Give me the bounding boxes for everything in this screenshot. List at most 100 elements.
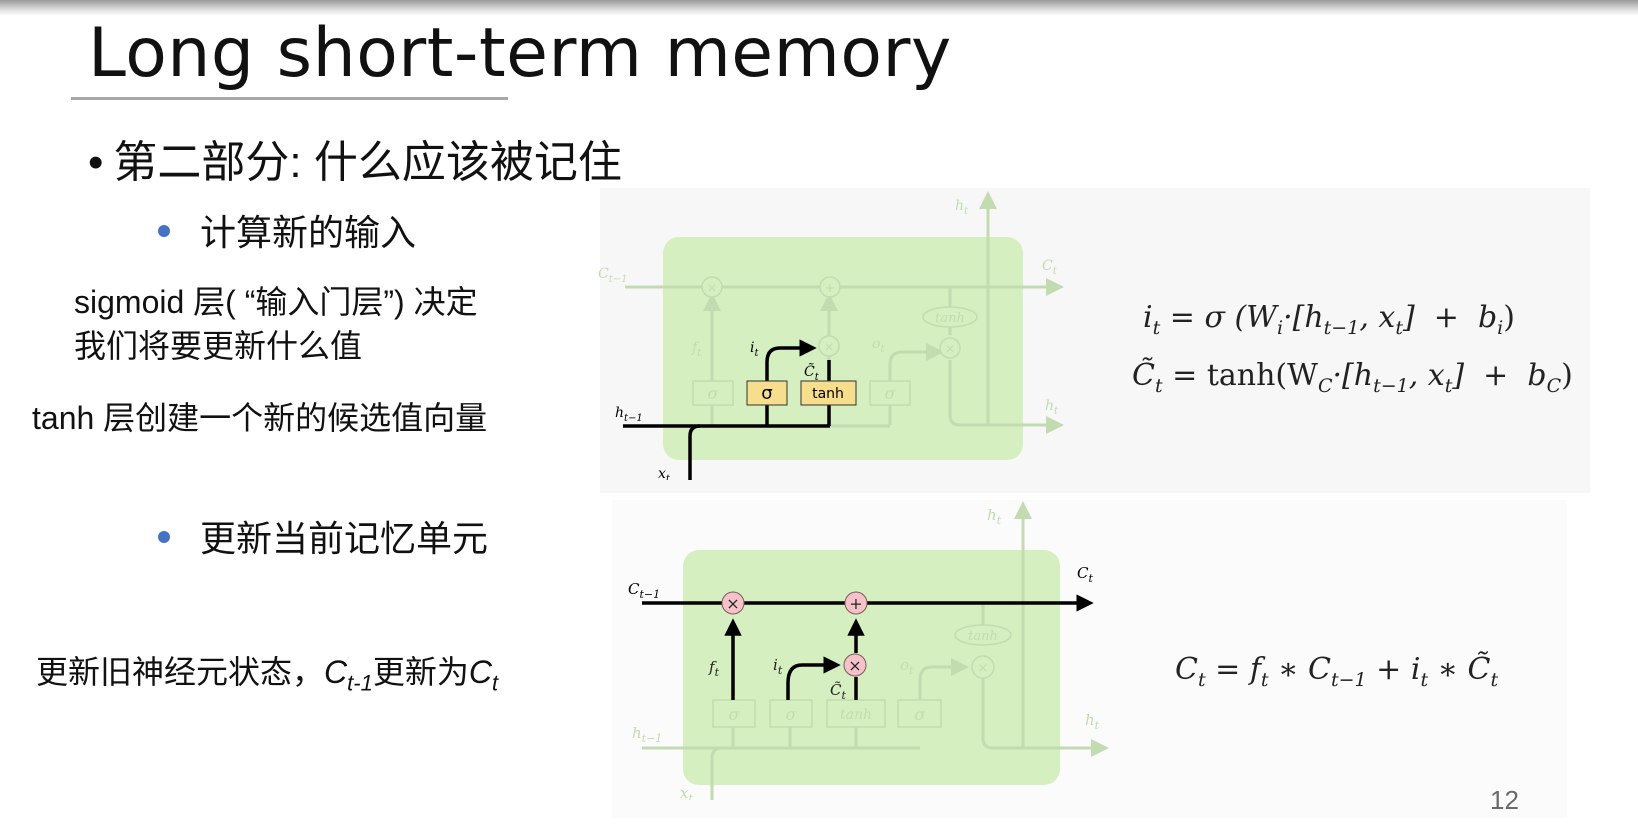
label-h-prev: ht−1: [615, 405, 643, 424]
equation-subscript: t: [1444, 375, 1453, 397]
bullet-dot: •: [88, 138, 104, 187]
label-c-tilde: C̃t: [804, 362, 820, 383]
sigma-label-faint: σ: [885, 384, 897, 403]
equation-term: ] + b: [1402, 300, 1498, 335]
sigmoid-note-line2: 我们将要更新什么值: [74, 328, 363, 364]
candidate-tanh-box: [800, 380, 857, 406]
equation-subscript: t: [1490, 669, 1499, 691]
label-h-top: ht: [955, 198, 969, 217]
sub-bullet-text: 更新当前记忆单元: [200, 518, 489, 559]
slide-title: Long short-term memory: [88, 14, 952, 93]
c-sub: t-1: [347, 670, 373, 696]
c-symbol: Ct: [468, 654, 498, 695]
label-h-prev: ht−1: [632, 724, 662, 745]
tanh-label-faint: tanh: [935, 311, 965, 326]
label-c-prev: Ct−1: [598, 266, 627, 285]
equation-input-gate: it = σ (Wi·[ht−1, xt] + bi): [1143, 300, 1515, 339]
sigma-label: σ: [761, 383, 772, 404]
equation-subscript: t−1: [1323, 317, 1360, 339]
times-symbol: ×: [848, 656, 861, 675]
equation-subscript: t−1: [1373, 375, 1409, 397]
lstm-cell-box: [683, 550, 1060, 785]
equation-term: = tanh(W: [1162, 358, 1318, 393]
equation-subscript: t: [1420, 669, 1429, 691]
label-c-t: Ct: [1077, 564, 1093, 585]
tanh-output-faint: [954, 624, 1012, 646]
equation-term: ∗ C̃: [1428, 652, 1491, 687]
times-symbol: ×: [824, 340, 835, 355]
equation-subscript: t: [1260, 669, 1269, 691]
sigmoid-note-line1: sigmoid 层( “输入门层”) 决定: [74, 284, 478, 320]
sigma-label-faint: σ: [708, 384, 720, 403]
label-o-t: ot: [872, 336, 885, 355]
output-multiply-op-faint: [939, 337, 961, 359]
title-underline: [71, 97, 508, 100]
label-f-t: ft: [691, 340, 702, 359]
sigmoid-note: sigmoid 层( “输入门层”) 决定 我们将要更新什么值: [74, 280, 478, 368]
c-base: C: [468, 654, 492, 690]
c-base: C: [324, 654, 348, 690]
equation-term: ·[h: [1332, 358, 1374, 393]
times-symbol: ×: [726, 594, 739, 613]
add-op-faint: [819, 276, 841, 298]
output-multiply-op-faint: [971, 655, 995, 679]
tanh-label-faint: tanh: [968, 629, 998, 644]
equation-subscript: t−1: [1330, 669, 1367, 691]
equation-term: , x: [1359, 300, 1396, 335]
equation-term: ): [1561, 358, 1573, 393]
forget-sigma-box-faint: [692, 380, 734, 406]
sigma-label-faint: σ: [786, 705, 798, 724]
equation-term: , x: [1408, 358, 1445, 393]
input-multiply-op-faint: [818, 335, 840, 357]
label-h-top: ht: [987, 506, 1002, 527]
equation-candidate: C̃t = tanh(WC·[ht−1, xt] + bC): [1132, 358, 1573, 397]
input-sigma-box-faint: [769, 699, 813, 728]
equation-term: C: [1175, 652, 1198, 687]
update-note-mid: 更新为: [372, 654, 469, 690]
equation-term: = σ (W: [1160, 300, 1278, 335]
lstm-cell-update-diagram: σ σ tanh σ tanh × × + × Ct−1 Ct ht ht ht…: [628, 501, 1109, 800]
label-h-right: ht: [1085, 711, 1100, 732]
tanh-output-faint: [922, 306, 978, 328]
output-sigma-box-faint: [897, 699, 942, 728]
equation-subscript: t: [1152, 317, 1161, 339]
bullet-dot: [158, 225, 170, 238]
equation-subscript: i: [1277, 317, 1284, 339]
forget-sigma-box-faint: [712, 699, 756, 728]
label-h-right: ht: [1045, 398, 1059, 417]
sub-bullet-compute-input: 计算新的输入: [158, 204, 416, 256]
plus-symbol: +: [825, 281, 836, 296]
tanh-label: tanh: [812, 386, 844, 402]
label-c-tilde: C̃t: [830, 681, 846, 702]
equation-cell-update: Ct = ft ∗ Ct−1 + it ∗ C̃t: [1175, 652, 1498, 691]
lstm-input-gate-diagram: × + × × tanh σ σ σ tanh Ct−1 Ct ht ht ft…: [598, 191, 1064, 480]
sub-bullet-update-cell: 更新当前记忆单元: [158, 510, 488, 562]
faint-connections: [642, 501, 1109, 800]
label-x-t: xt: [680, 784, 693, 800]
times-symbol: ×: [945, 342, 956, 357]
forget-multiply-op: [721, 591, 745, 615]
label-f-t: ft: [708, 658, 720, 679]
input-gate-sigma-box: [746, 380, 788, 406]
output-sigma-box-faint: [869, 380, 911, 406]
sub-bullet-text: 计算新的输入: [200, 212, 417, 253]
top-shadow-band: [0, 0, 1638, 16]
c-sub: t: [491, 670, 499, 696]
update-note-prefix: 更新旧神经元状态，: [36, 654, 325, 690]
label-i-t: it: [750, 340, 759, 359]
equation-term: ] + b: [1452, 358, 1547, 393]
equation-term: ∗ C: [1268, 652, 1331, 687]
forget-multiply-op-faint: [701, 276, 723, 298]
input-multiply-op: [843, 653, 867, 677]
equation-subscript: i: [1497, 317, 1504, 339]
equation-subscript: C: [1317, 375, 1333, 397]
bullet-dot: [158, 531, 170, 544]
equation-term: + i: [1366, 652, 1421, 687]
equation-term: C̃: [1132, 358, 1155, 393]
main-bullet-text: 第二部分: 什么应该被记住: [113, 138, 622, 187]
label-c-prev: Ct−1: [628, 580, 660, 601]
label-i-t: it: [773, 656, 783, 677]
main-bullet: •第二部分: 什么应该被记住: [88, 126, 622, 190]
times-symbol: ×: [978, 661, 989, 676]
equation-term: i: [1143, 300, 1153, 335]
